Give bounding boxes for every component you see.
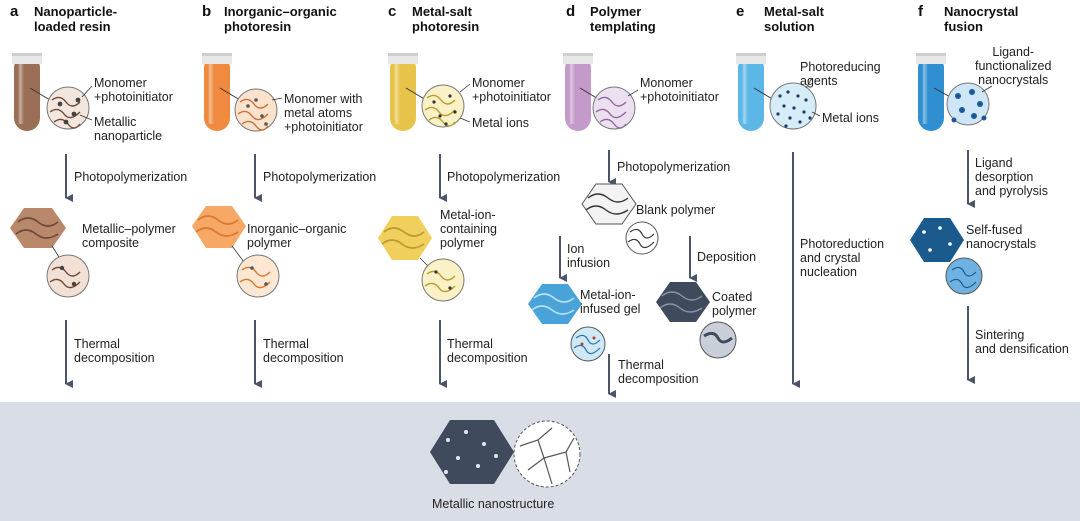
panel-letter-b: b [202,3,212,20]
zoom-circle-c [405,83,471,128]
panel-title-a: Nanoparticle-loaded resin [34,4,118,34]
metallic-nanostructure-zoom [513,420,581,488]
polymer-lattice-c [378,216,465,302]
label-a-photopolymerization: Photopolymerization [74,170,188,184]
panel-letter-e: e [736,3,745,20]
label-e-metal-ions: Metal ions [822,111,879,125]
label-d-infused-gel: Metal-ion-infused gel [580,288,641,316]
self-fused-lattice [910,218,983,295]
label-metallic-nanostructure: Metallic nanostructure [432,497,555,511]
label-d-deposition: Deposition [697,250,757,264]
composite-lattice-a [10,208,90,298]
test-tube-b [202,53,232,131]
process-arrows [65,150,975,398]
label-d-photopolymerization: Photopolymerization [617,160,731,174]
test-tube-a [12,53,42,131]
polymer-lattice-b [192,206,280,298]
panel-letter-c: c [388,3,397,20]
panel-letter-d: d [566,3,576,20]
test-tube-e [736,53,766,131]
zoom-circle-d [579,86,639,130]
test-tube-d [563,53,593,131]
label-c-photopolymerization: Photopolymerization [447,170,561,184]
panel-letter-a: a [10,3,19,20]
blank-polymer-lattice [581,183,659,255]
zoom-circle-e [753,77,821,130]
label-d-monomer: Monomer+photoinitiator [640,76,719,104]
zoom-circle-a [29,85,93,130]
panel-letter-f: f [918,3,923,20]
zoom-circle-f [933,82,993,126]
infused-gel-lattice [528,284,606,362]
label-b-photopolymerization: Photopolymerization [263,170,377,184]
label-d-blank-polymer: Blank polymer [636,203,716,217]
metallic-nanostructure-lattice [430,420,514,484]
label-c-metal-ions: Metal ions [472,116,529,130]
test-tube-f [916,53,946,131]
coated-polymer-lattice [656,282,737,359]
label-c-monomer: Monomer+photoinitiator [472,76,551,104]
test-tube-c [388,53,418,131]
zoom-circle-b [219,87,283,132]
label-a-monomer: Monomer+photoinitiator [94,76,173,104]
